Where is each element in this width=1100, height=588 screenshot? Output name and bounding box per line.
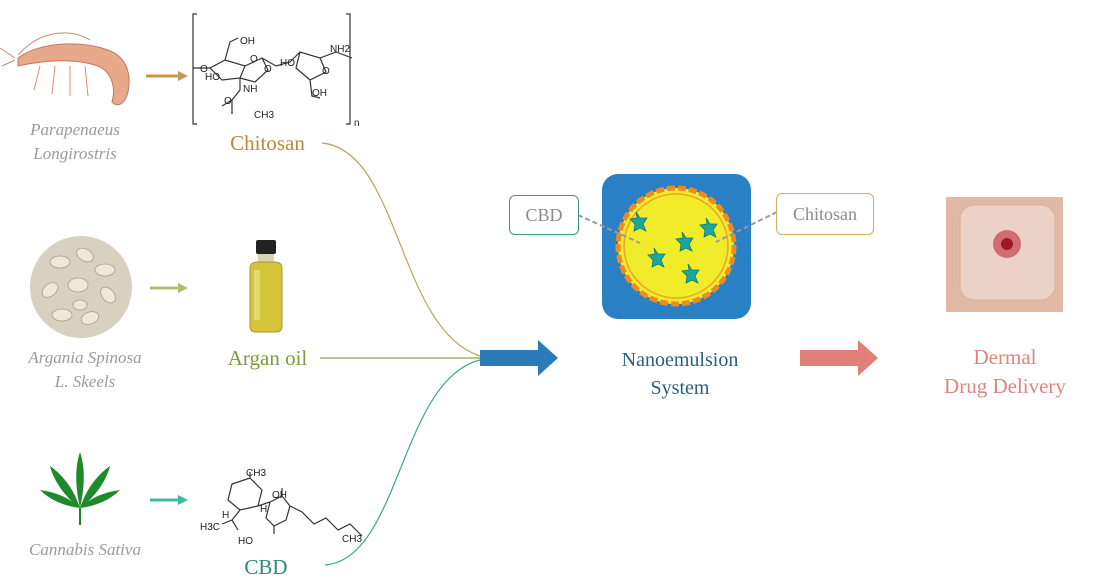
svg-text:OH: OH bbox=[240, 36, 255, 47]
cbd-callout-box: CBD bbox=[509, 195, 579, 235]
svg-text:HO: HO bbox=[238, 536, 253, 547]
svg-text:O: O bbox=[322, 66, 330, 77]
svg-text:H3C: H3C bbox=[200, 522, 220, 533]
svg-text:NH: NH bbox=[243, 84, 257, 95]
svg-text:n: n bbox=[354, 118, 360, 129]
argan-oil-bottle-image bbox=[249, 240, 283, 333]
shrimp-image bbox=[0, 32, 130, 106]
svg-text:CH3: CH3 bbox=[246, 468, 266, 479]
chitosan-atom-labels: OH O HO O NH O O CH3 NH2 HO O OH n bbox=[200, 36, 360, 129]
argan-seeds-image bbox=[30, 236, 132, 338]
source-name-line1: Argania Spinosa bbox=[28, 348, 142, 367]
pink-arrow-icon bbox=[800, 340, 878, 376]
source-name-line1: Parapenaeus bbox=[30, 120, 120, 139]
seeds-to-argan-arrow bbox=[150, 283, 188, 293]
chitosan-label: Chitosan bbox=[230, 131, 305, 155]
cbd-flow-curve bbox=[324, 359, 481, 566]
chitosan-structure bbox=[192, 13, 353, 125]
source-shrimp-label: Parapenaeus Longirostris bbox=[15, 118, 135, 166]
source-name-line1: Cannabis Sativa bbox=[29, 540, 141, 559]
nanoemulsion-label-line2: System bbox=[650, 377, 710, 399]
source-name-line2: L. Skeels bbox=[54, 372, 116, 391]
svg-text:HO: HO bbox=[280, 58, 295, 69]
dermal-label-line1: Dermal bbox=[973, 345, 1037, 369]
dermal-delivery-label: Dermal Drug Delivery bbox=[925, 343, 1085, 401]
svg-text:O: O bbox=[250, 54, 258, 65]
source-argan-label: Argania Spinosa L. Skeels bbox=[5, 346, 165, 394]
skin-patch-image bbox=[946, 197, 1063, 312]
svg-text:OH: OH bbox=[272, 490, 287, 501]
source-name-line2: Longirostris bbox=[33, 144, 117, 163]
svg-text:CH3: CH3 bbox=[254, 110, 274, 121]
blue-arrow-icon bbox=[480, 340, 558, 376]
cbd-label: CBD bbox=[244, 555, 288, 579]
dermal-label-line2: Drug Delivery bbox=[944, 374, 1066, 398]
chitosan-flow-curve bbox=[321, 142, 481, 357]
svg-text:HO: HO bbox=[205, 72, 220, 83]
svg-text:O: O bbox=[224, 96, 232, 107]
shrimp-to-chitosan-arrow bbox=[146, 71, 188, 81]
svg-text:O: O bbox=[264, 64, 272, 75]
source-cannabis-label: Cannabis Sativa bbox=[5, 538, 165, 562]
svg-text:H: H bbox=[222, 510, 229, 521]
chitosan-callout-box: Chitosan bbox=[776, 193, 874, 235]
svg-text:OH: OH bbox=[312, 88, 327, 99]
cbd-structure bbox=[221, 472, 363, 537]
nanoemulsion-label-line1: Nanoemulsion bbox=[621, 349, 739, 371]
cbd-atom-labels: CH3 OH H H H3C HO CH3 bbox=[200, 468, 362, 547]
svg-text:H: H bbox=[260, 504, 267, 515]
nanoemulsion-label: Nanoemulsion System bbox=[600, 346, 760, 402]
cannabis-to-cbd-arrow bbox=[150, 495, 188, 505]
svg-text:CH3: CH3 bbox=[342, 534, 362, 545]
svg-text:NH2: NH2 bbox=[330, 44, 350, 55]
nanoemulsion-image bbox=[602, 174, 751, 319]
cannabis-leaf-icon bbox=[40, 452, 120, 525]
cbd-callout-line bbox=[577, 214, 641, 244]
svg-text:O: O bbox=[200, 64, 208, 75]
chitosan-callout-line bbox=[715, 211, 778, 243]
argan-oil-label: Argan oil bbox=[227, 346, 308, 370]
